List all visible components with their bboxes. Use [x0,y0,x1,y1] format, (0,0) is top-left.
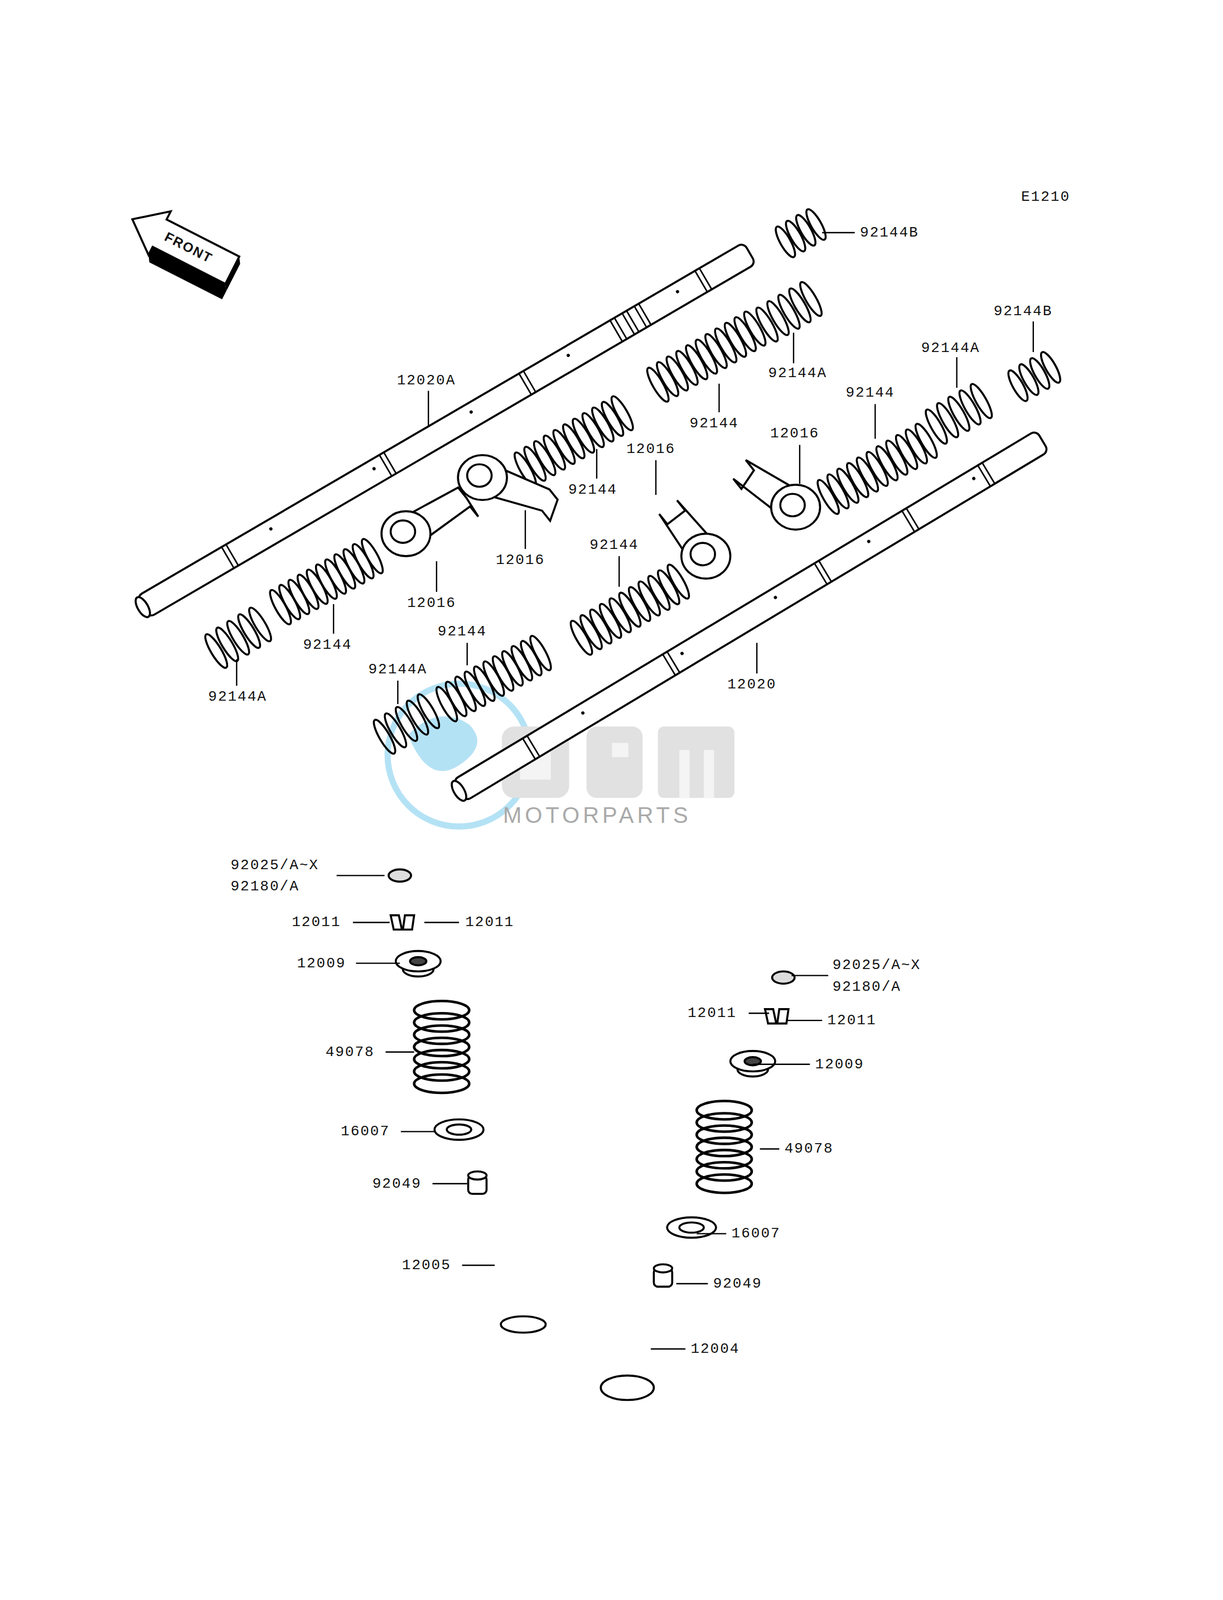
callout-number: 92144 [301,636,354,654]
leader-line [955,356,957,388]
rocker-shafts [132,242,1049,804]
callout-number: 92049 [712,1275,764,1292]
callout-number: 12020 [726,676,778,693]
leader-line [336,874,385,876]
callout-number: 12016 [625,440,677,457]
callout-number: 92180/A [229,878,301,895]
coil-spring [567,562,693,657]
leader-line [791,974,829,976]
leader-line [787,1019,823,1021]
leader-line [822,231,855,234]
callout-number: 92144A [366,661,429,678]
leader-line [432,1182,468,1184]
coil-spring [752,279,825,344]
callout-number: 12016 [494,552,546,569]
valve-parts [388,868,795,1400]
callout-number: 92025/A~X [229,857,321,874]
callout-number: 12011 [463,914,516,931]
callout-number: 12011 [826,1012,878,1029]
callout-number: 16007 [339,1123,391,1140]
callout-number: 12020A [395,372,458,389]
leader-line [752,1063,810,1065]
callout-number: 92144A [206,688,269,705]
leader-line [655,460,657,495]
leader-line [462,1264,496,1266]
leader-line [874,403,876,439]
coil-spring [511,393,637,489]
leader-line [793,332,795,364]
rocker-arms [381,455,820,579]
coil-spring [201,605,275,670]
leader-line [618,556,620,587]
watermark-text: MOTORPARTS [501,802,693,828]
leader-line [524,510,526,550]
callout-number: E1210 [1020,189,1072,206]
callout-number: 92144 [844,384,896,401]
coil-spring [370,691,443,756]
leader-line [718,383,720,413]
leader-line [355,962,400,964]
coil-spring [922,381,996,446]
leader-line [353,921,390,923]
rocker-arm [457,455,558,521]
leader-line [436,561,438,592]
coil-spring [432,633,555,724]
rocker-arm [659,500,731,579]
callout-number: 92144A [920,339,982,356]
leader-line [424,921,459,923]
callout-number: 12016 [769,425,821,442]
leader-line [332,603,335,634]
front-arrow [118,197,248,300]
leader-line [385,1051,414,1053]
callout-number: 92144 [436,623,488,640]
callout-number: 12016 [405,595,458,612]
leader-line [760,1147,780,1149]
leader-line [427,390,429,427]
callout-number: 49078 [783,1140,835,1157]
leader-line [748,1012,770,1014]
coil-spring [772,206,829,260]
leader-lines [236,232,1033,1349]
leader-line [235,659,238,686]
callout-number: 12011 [686,1004,738,1022]
coil-spring [1004,349,1064,404]
rocker-arm [733,460,821,530]
callout-number: 92144 [688,415,741,432]
callout-number: 12009 [814,1055,866,1072]
rocker-shaft [132,242,756,621]
callout-number: 92144A [766,365,829,382]
leader-line [400,1130,435,1132]
callout-number: 49078 [324,1043,376,1060]
rocker-arm [381,487,479,557]
leader-line [596,448,598,479]
leader-line [799,444,801,484]
callout-number: 92180/A [831,978,903,995]
coil-spring [643,308,769,404]
leader-line [756,642,758,674]
leader-line [1032,321,1034,352]
callout-number: 92144 [588,536,640,553]
callout-number: 12011 [290,914,342,931]
callout-number: 92025/A~X [831,956,922,974]
leader-line [696,1232,727,1234]
coil-spring [814,421,941,516]
callout-number: 92144B [858,224,921,241]
rocker-shaft [448,429,1050,804]
leader-line [466,642,468,665]
callout-number: 92049 [371,1175,423,1192]
shaft-springs [201,206,1064,756]
leader-line [650,1347,686,1350]
callout-number: 92144B [992,303,1055,320]
callout-number: 16007 [730,1225,782,1242]
callout-number: 12004 [689,1340,741,1357]
callout-number: 12005 [400,1257,453,1274]
leader-line [676,1282,709,1284]
callout-number: 12009 [295,954,347,971]
coil-spring [266,536,386,627]
callout-number: 92144 [567,481,619,499]
leader-line [397,680,399,704]
